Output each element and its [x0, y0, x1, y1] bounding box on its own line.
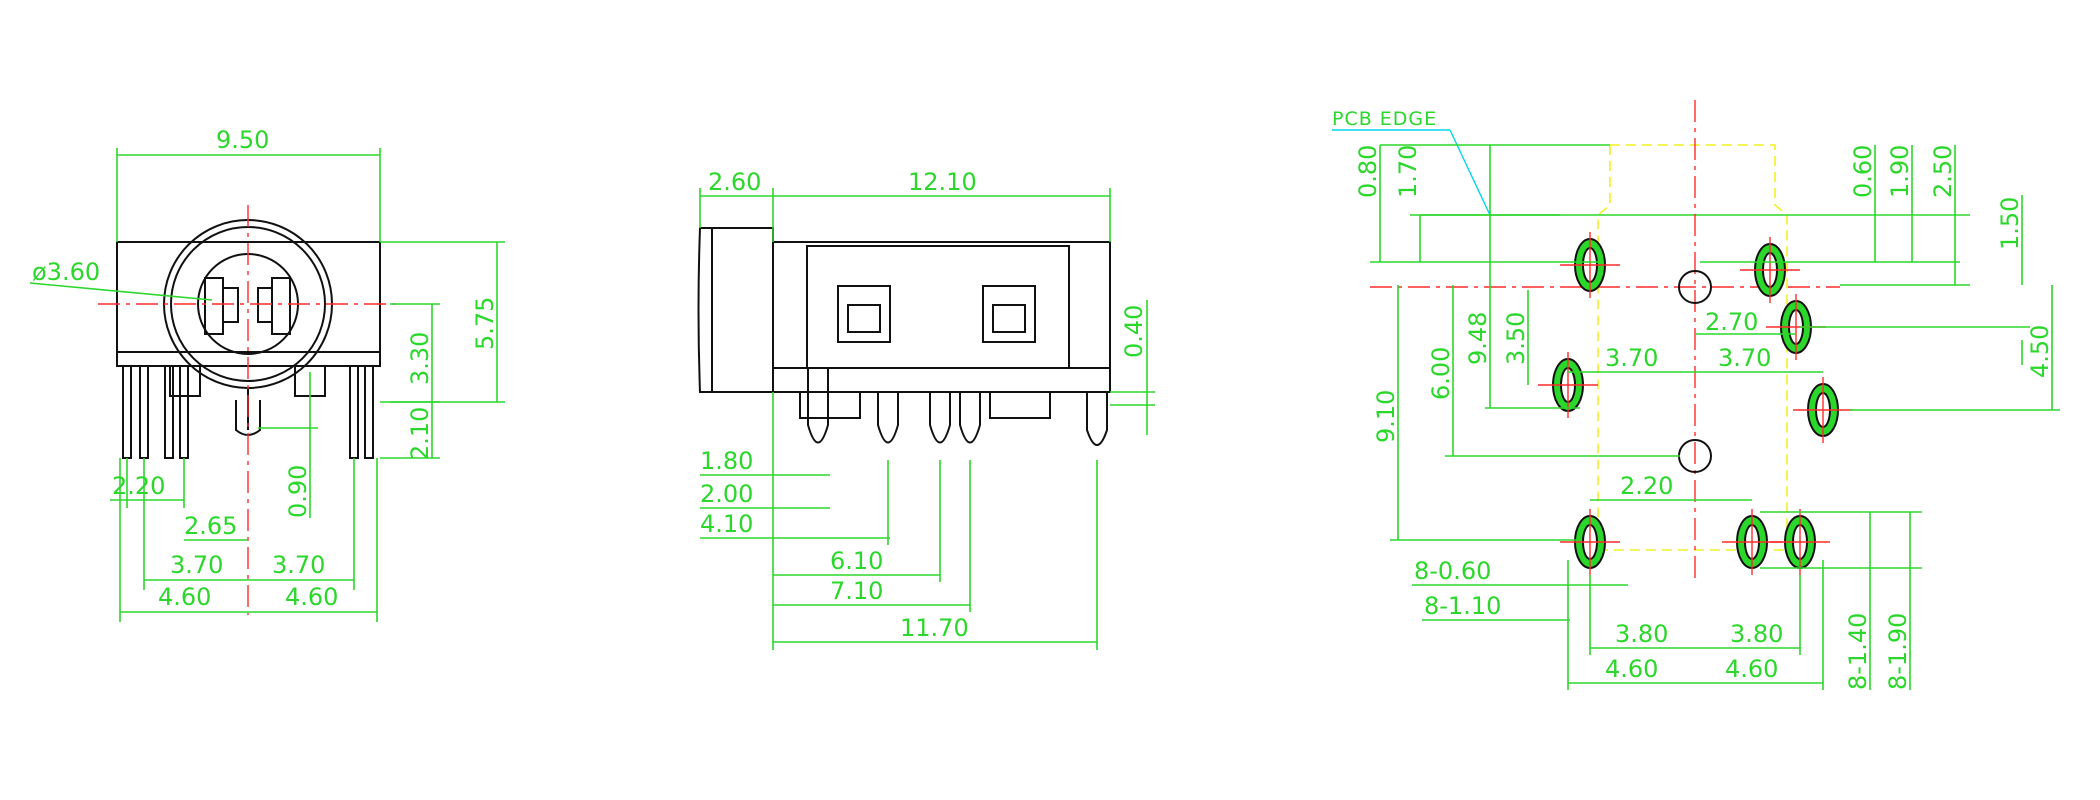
- front-view: [98, 205, 400, 615]
- dim-body-length: 12.10: [908, 168, 977, 196]
- dim-pin-2: 2.00: [700, 480, 753, 508]
- dim-pin-offset: 0.90: [284, 465, 312, 518]
- dim-pin-spacing-c-right: 3.70: [272, 551, 325, 579]
- dim-center-height: 3.30: [406, 332, 434, 385]
- mounting-hole-top: [1678, 270, 1712, 304]
- dim-standoff: 0.40: [1120, 305, 1148, 358]
- dim-right-3: 2.50: [1929, 145, 1957, 198]
- dim-slot-large: 8-1.90: [1884, 613, 1912, 690]
- dim-right-2: 1.90: [1886, 145, 1914, 198]
- pcb-edge-label: PCB EDGE: [1332, 108, 1437, 130]
- dim-horiz-3-70-left: 3.70: [1605, 344, 1658, 372]
- dim-vertical-9-48: 9.48: [1464, 312, 1492, 365]
- dim-slot-small: 8-1.40: [1844, 613, 1872, 690]
- dim-pin-1: 1.80: [700, 447, 753, 475]
- dim-pin-spacing-c-left: 3.70: [170, 551, 223, 579]
- dim-jack-diameter: ø3.60: [32, 258, 100, 286]
- dim-vertical-9-10: 9.10: [1372, 390, 1400, 443]
- dim-vertical-4-50: 4.50: [2026, 325, 2054, 378]
- dim-overall-height: 5.75: [471, 297, 499, 350]
- front-view-dimensions: 9.50 ø3.60 5.75 3.30 2.10 0.90 2.20 2.65: [29, 126, 505, 622]
- dim-pin-spacing-b: 2.65: [184, 512, 237, 540]
- dim-pin-3: 4.10: [700, 510, 753, 538]
- dim-left-2: 1.70: [1394, 145, 1422, 198]
- dim-bottom-3-80-left: 3.80: [1615, 620, 1668, 648]
- dim-far-right: 1.50: [1996, 197, 2024, 250]
- dim-front-length: 2.60: [708, 168, 761, 196]
- dim-pin-spacing-d-right: 4.60: [285, 583, 338, 611]
- footprint-dimensions: 0.80 1.70 0.60 1.90 2.50 1.50 4.50 9.10 …: [1354, 144, 2060, 690]
- dim-overall-width: 9.50: [216, 126, 269, 154]
- side-view: [697, 227, 1111, 446]
- dim-left-1: 0.80: [1354, 145, 1382, 198]
- dim-horiz-3-70-right: 3.70: [1718, 344, 1771, 372]
- dim-right-1: 0.60: [1849, 145, 1877, 198]
- dim-bottom-4-60-right: 4.60: [1725, 655, 1778, 683]
- dim-horiz-2-70: 2.70: [1705, 308, 1758, 336]
- dim-bottom-3-80-right: 3.80: [1730, 620, 1783, 648]
- dim-pin-4: 6.10: [830, 547, 883, 575]
- dim-hole-small: 8-0.60: [1414, 557, 1491, 585]
- dim-pin-length: 2.10: [406, 407, 434, 460]
- dim-vertical-6-00: 6.00: [1427, 347, 1455, 400]
- dim-bottom-4-60-left: 4.60: [1605, 655, 1658, 683]
- dim-vertical-3-50: 3.50: [1502, 312, 1530, 365]
- dim-pin-spacing-a: 2.20: [112, 472, 165, 500]
- dim-pin-spacing-d-left: 4.60: [158, 583, 211, 611]
- dim-horiz-2-20: 2.20: [1620, 472, 1673, 500]
- dim-pin-6: 11.70: [900, 614, 969, 642]
- dim-hole-large: 8-1.10: [1424, 592, 1501, 620]
- side-view-dimensions: 2.60 12.10 0.40 1.80 2.00 4.10 6.10 7.10…: [699, 168, 1155, 650]
- dim-pin-5: 7.10: [830, 577, 883, 605]
